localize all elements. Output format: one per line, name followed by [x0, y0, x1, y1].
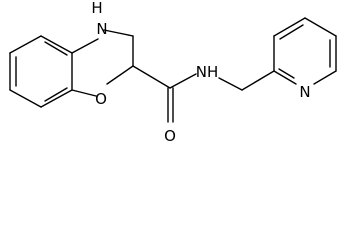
amide-nh-label: NH [196, 63, 219, 81]
carboxamide-chain [132, 65, 275, 123]
chemical-structure-diagram: H N O O NH N [9, 0, 337, 145]
carbonyl-o-label: O [164, 127, 176, 145]
amine-h-label: H [91, 0, 102, 17]
oxazine-ring [71, 29, 134, 97]
benzene-ring [9, 35, 73, 108]
pyridine-n-label: N [299, 83, 310, 101]
atom-label-nh-ring: H N [91, 0, 107, 38]
ether-o-label: O [95, 90, 107, 108]
amine-n-label: N [96, 20, 107, 38]
pyridine-ring [273, 17, 337, 85]
